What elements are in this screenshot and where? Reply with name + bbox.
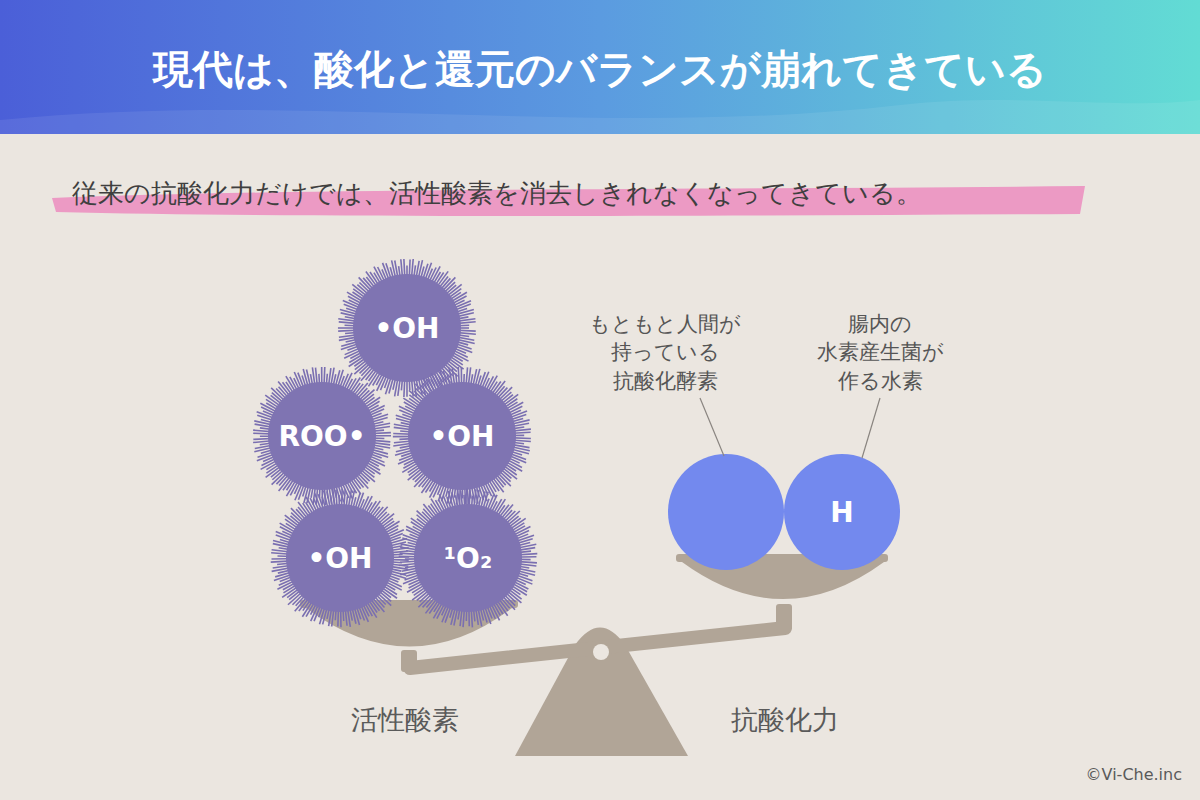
radical-ball xyxy=(399,489,538,628)
right-stem xyxy=(776,604,792,630)
ball-core xyxy=(286,504,394,612)
left-stem xyxy=(401,650,417,672)
radical-ball xyxy=(393,367,531,505)
title-band xyxy=(0,0,1200,134)
callout-text: 腸内の 水素産生菌が 作る水素 xyxy=(817,310,944,395)
leader-line xyxy=(862,398,880,458)
title: 現代は、酸化と還元のバランスが崩れてきている xyxy=(0,42,1200,97)
node-label: •OH xyxy=(374,312,439,345)
copyright: ©Vi-Che.inc xyxy=(1086,764,1182,786)
ball-core xyxy=(414,504,522,612)
node-label: •OH xyxy=(307,542,372,575)
radical-node: •OH xyxy=(359,298,455,358)
radical-node: •OH xyxy=(292,528,388,588)
hydrogen-ball xyxy=(784,454,900,570)
enzyme-ball xyxy=(668,454,784,570)
ball-core xyxy=(408,382,516,490)
balance-scale xyxy=(300,554,888,756)
radical-node: ROO• xyxy=(272,406,371,466)
ball-core xyxy=(353,274,461,382)
ball-core xyxy=(268,382,376,490)
band-wave xyxy=(0,100,1200,134)
radical-ball xyxy=(271,489,409,627)
radical-ball xyxy=(338,259,476,397)
pivot xyxy=(593,644,609,660)
radical-node: •OH xyxy=(414,406,510,466)
radical-node: ¹O₂ xyxy=(420,528,516,588)
node-label: •OH xyxy=(429,420,494,453)
ball-layer xyxy=(253,259,537,627)
pan-label: 活性酸素 xyxy=(351,702,459,738)
hydrogen-node: H xyxy=(794,482,890,542)
radical-ball xyxy=(253,367,391,505)
callout-text: もともと人間が 持っている 抗酸化酵素 xyxy=(589,310,741,395)
node-label: ROO• xyxy=(278,420,365,453)
node-label: ¹O₂ xyxy=(444,542,492,575)
pan-label: 抗酸化力 xyxy=(731,702,839,738)
subtitle: 従来の抗酸化力だけでは、活性酸素を消去しきれなくなってきている。 xyxy=(72,176,922,211)
node-label: H xyxy=(830,496,853,529)
leader-line xyxy=(700,398,724,456)
